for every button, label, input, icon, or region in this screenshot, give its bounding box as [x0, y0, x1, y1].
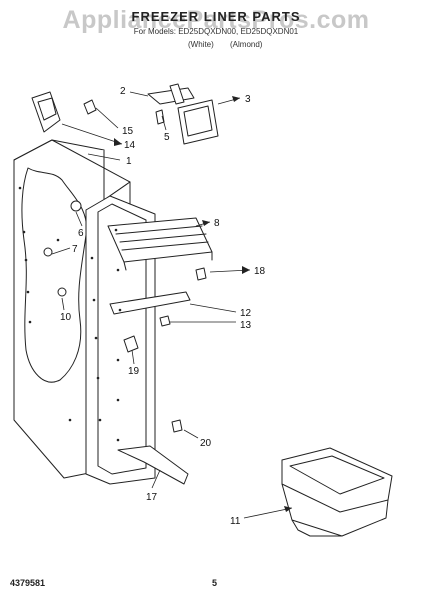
part-7-clip — [43, 247, 53, 257]
callout-10: 10 — [60, 312, 72, 323]
finish-almond-label: (Almond) — [230, 40, 263, 49]
part-13-screw — [159, 315, 171, 327]
callout-12: 12 — [240, 308, 252, 319]
part-20-screw — [171, 419, 183, 433]
part-6-clip — [70, 200, 82, 212]
callout-18: 18 — [254, 266, 266, 277]
part-10-clip — [57, 287, 67, 297]
part-15-screw — [83, 99, 97, 115]
page-title: FREEZER LINER PARTS — [131, 9, 301, 24]
liner-wall-contour — [21, 167, 88, 383]
watermark: AppliancePartsPros.com — [62, 6, 370, 34]
callout-15: 15 — [122, 126, 134, 137]
page-number: 5 — [212, 578, 218, 588]
part-5-screw — [155, 109, 165, 125]
callout-17: 17 — [146, 492, 158, 503]
part-3-shield — [177, 99, 219, 145]
finish-white-label: (White) — [188, 40, 214, 49]
callout-20: 20 — [200, 438, 212, 449]
callout-6: 6 — [78, 228, 84, 239]
document-number: 4379581 — [10, 578, 46, 588]
callout-5: 5 — [164, 132, 170, 143]
callout-2: 2 — [120, 86, 126, 97]
callout-19: 19 — [128, 366, 140, 377]
part-17-rail — [117, 445, 189, 485]
part-12-rail — [109, 291, 191, 315]
model-numbers: For Models: ED25DQXDN00, ED25DQXDN01 — [133, 27, 299, 36]
callout-8: 8 — [214, 218, 220, 229]
part-8-shelf — [107, 217, 213, 263]
callout-7: 7 — [72, 244, 78, 255]
callout-13: 13 — [240, 320, 252, 331]
part-19-fastener — [123, 335, 139, 353]
callout-3: 3 — [245, 94, 251, 105]
liner-front-opening — [97, 203, 147, 475]
callout-1: 1 — [126, 156, 132, 167]
callout-14: 14 — [124, 140, 136, 151]
callout-11: 11 — [230, 516, 241, 527]
part-18-clip — [195, 267, 207, 281]
